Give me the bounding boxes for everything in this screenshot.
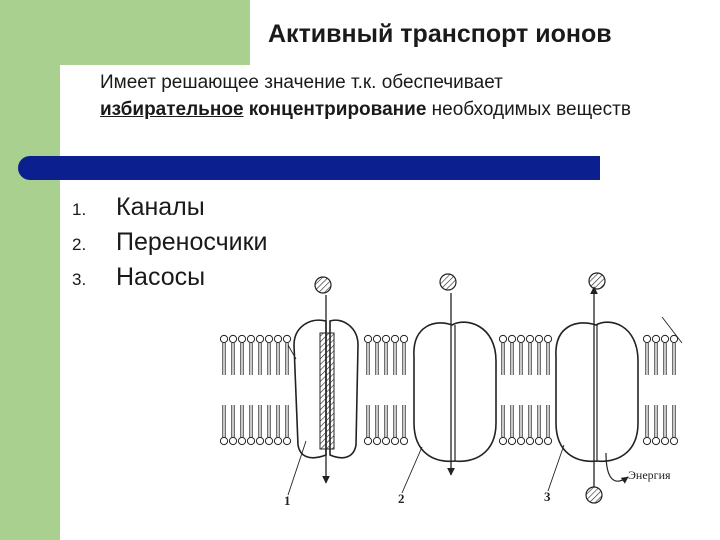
leader-line-2 <box>401 446 423 494</box>
list-label: Каналы <box>116 193 205 221</box>
ion-particle <box>588 272 606 290</box>
ion-particle <box>585 486 603 504</box>
green-top-band <box>0 0 250 65</box>
ions <box>314 272 606 504</box>
lipid-head <box>399 436 409 446</box>
energy-arrow <box>605 452 629 484</box>
subtitle-underlined: избирательное <box>100 99 244 120</box>
subtitle-text-2: необходимых веществ <box>426 99 631 120</box>
lipid-head <box>534 334 544 344</box>
lipid-head <box>282 334 292 344</box>
channel-protein-right <box>329 319 359 459</box>
lipid-head <box>642 436 652 446</box>
list-label: Переносчики <box>116 228 268 256</box>
lipid-head <box>381 436 391 446</box>
divider-bar <box>18 156 600 180</box>
subtitle-text-1: Имеет решающее значение т.к. обеспечивае… <box>100 72 503 93</box>
membrane-proteins <box>293 319 639 463</box>
list-item: 2. Переносчики <box>72 228 268 263</box>
list-item: 1. Каналы <box>72 193 268 228</box>
list-item: 3. Насосы <box>72 263 268 298</box>
lipid-head <box>399 334 409 344</box>
lipid-head <box>237 436 247 446</box>
transport-list: 1. Каналы 2. Переносчики 3. Насосы <box>72 193 268 298</box>
lipid-head <box>372 334 382 344</box>
leader-line-1 <box>287 440 307 496</box>
diagram-label-1: 1 <box>284 493 291 508</box>
list-number: 2. <box>72 235 87 254</box>
lipid-head <box>516 334 526 344</box>
lipid-head <box>669 334 679 344</box>
lipid-head <box>498 334 508 344</box>
lipid-head <box>219 436 229 446</box>
lipid-bilayer <box>219 334 679 446</box>
leader-line-lipid <box>287 344 297 360</box>
ion-particle <box>314 276 332 294</box>
slide-subtitle: Имеет решающее значение т.к. обеспечивае… <box>100 69 700 123</box>
lipid-head <box>642 334 652 344</box>
lipid-head <box>669 436 679 446</box>
lipid-head <box>282 436 292 446</box>
leader-line-3 <box>547 444 565 492</box>
lipid-head <box>246 436 256 446</box>
green-side-band <box>0 0 60 540</box>
leader-line-membrane <box>661 316 683 344</box>
lipid-head <box>390 334 400 344</box>
lipid-head <box>273 334 283 344</box>
content-corner <box>60 65 250 540</box>
lipid-head <box>498 436 508 446</box>
slide-title: Активный транспорт ионов <box>268 20 612 48</box>
lipid-head <box>363 436 373 446</box>
diagram-label-3: 3 <box>544 489 551 504</box>
lipid-head <box>507 436 517 446</box>
lipid-head <box>390 436 400 446</box>
lipid-head <box>228 334 238 344</box>
lipid-head <box>660 334 670 344</box>
transport-arrows <box>287 286 683 496</box>
lipid-head <box>660 436 670 446</box>
list-number: 1. <box>72 200 87 219</box>
lipid-head <box>246 334 256 344</box>
subtitle-bold: концентрирование <box>243 99 427 120</box>
lipid-head <box>264 436 274 446</box>
lipid-head <box>381 334 391 344</box>
lipid-head <box>507 334 517 344</box>
lipid-head <box>255 334 265 344</box>
lipid-head <box>516 436 526 446</box>
lipid-head <box>264 334 274 344</box>
membrane-transport-diagram: 1 2 3 Энергия <box>219 272 683 508</box>
lipid-head <box>534 436 544 446</box>
diagram-label-2: 2 <box>398 491 405 506</box>
channel-pore <box>319 332 335 450</box>
list-label: Насосы <box>116 263 206 291</box>
list-number: 3. <box>72 270 87 289</box>
ion-particle <box>439 273 457 291</box>
lipid-head <box>372 436 382 446</box>
lipid-head <box>525 334 535 344</box>
lipid-head <box>543 436 553 446</box>
lipid-head <box>651 436 661 446</box>
lipid-head <box>363 334 373 344</box>
lipid-head <box>543 334 553 344</box>
lipid-head <box>219 334 229 344</box>
diagram-labels: 1 2 3 Энергия <box>284 468 671 508</box>
lipid-head <box>228 436 238 446</box>
lipid-head <box>525 436 535 446</box>
lipid-head <box>273 436 283 446</box>
lipid-head <box>651 334 661 344</box>
lipid-head <box>237 334 247 344</box>
lipid-head <box>255 436 265 446</box>
energy-label: Энергия <box>628 468 671 482</box>
